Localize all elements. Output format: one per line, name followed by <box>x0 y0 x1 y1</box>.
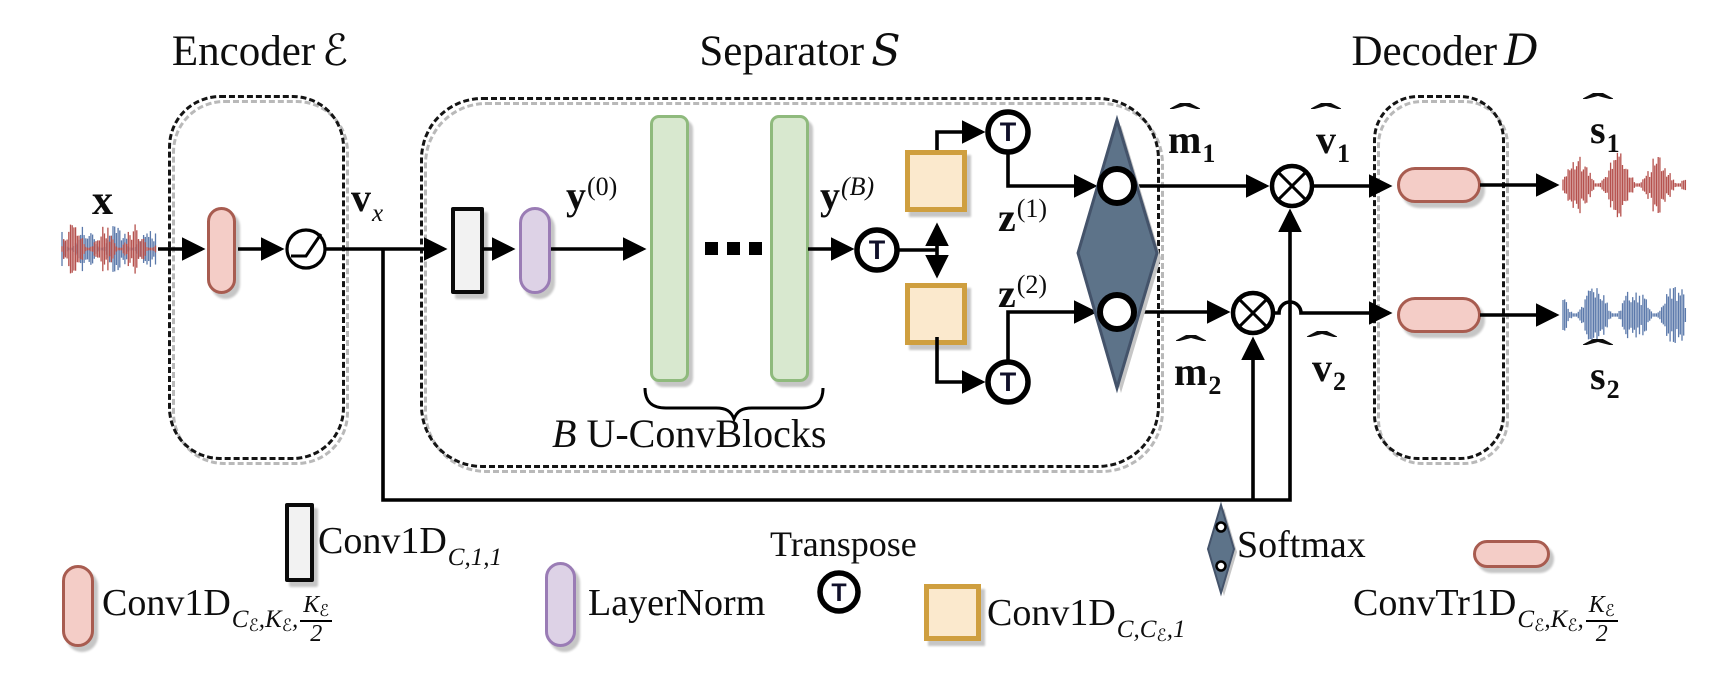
separator-box <box>420 97 1164 473</box>
mask-apply-dot-2 <box>1097 292 1137 332</box>
label-z1: z(1) <box>998 194 1048 240</box>
waveform-input <box>61 224 157 274</box>
legend-label-layernorm: LayerNorm <box>588 582 766 624</box>
label-z2: z(2) <box>998 270 1048 316</box>
legend-transpose-icon: T <box>817 570 861 614</box>
bottleneck-conv1d-block <box>451 207 484 294</box>
encoder-box-border <box>168 95 345 460</box>
decoder-box-border <box>1373 95 1505 460</box>
decoder-box-shadow <box>1377 100 1509 465</box>
legend-label-conv1d-bottleneck: Conv1DC,1,1 <box>318 520 502 571</box>
uconvblocks-caption: B U-ConvBlocks <box>552 411 827 456</box>
decoder-symbol: D <box>1504 26 1539 76</box>
transpose-node-down: T <box>985 359 1031 405</box>
transpose-node-mid: T <box>854 227 900 273</box>
separator-box-shadow <box>424 102 1164 473</box>
encoder-symbol: ℰ <box>322 26 349 76</box>
skip-connection-line <box>381 208 1302 502</box>
underbrace <box>643 387 825 424</box>
mask-apply-dot-1 <box>1097 166 1137 206</box>
transpose-node-up: T <box>985 109 1031 155</box>
encoder-conv1d-block <box>207 207 236 294</box>
line-z1-to-softmax <box>1006 153 1098 198</box>
encoder-box <box>168 95 349 465</box>
transpose-glyph: T <box>869 235 886 265</box>
legend-conv1d-bottleneck-icon <box>285 503 314 582</box>
ellipsis-dots <box>705 242 762 255</box>
arrow-v2-to-decoder-with-hop <box>1274 300 1393 325</box>
label-y0: y(0) <box>566 172 618 218</box>
layernorm-block <box>519 207 551 294</box>
line-z2-to-softmax <box>1006 300 1098 361</box>
uconvblock-2 <box>770 115 809 382</box>
decoder-convtr-block-1 <box>1397 167 1481 203</box>
label-x: x <box>92 178 113 224</box>
transpose-glyph: T <box>1000 367 1017 397</box>
waveform-output-1 <box>1562 152 1687 218</box>
legend-label-softmax: Softmax <box>1237 524 1366 566</box>
legend-label-conv1d-masks: Conv1DC,Cℰ,1 <box>987 592 1186 646</box>
relu-curve-icon <box>291 233 323 258</box>
mask-conv-square-1 <box>905 150 967 212</box>
separator-title-text: Separator <box>699 28 865 75</box>
multiply-node-2 <box>1230 290 1276 336</box>
line-square1-to-transpose-up <box>935 120 986 150</box>
separator-symbol: S <box>871 26 901 76</box>
encoder-box-shadow <box>172 100 349 465</box>
encoder-title-text: Encoder <box>171 28 316 75</box>
softmax-diamond <box>1076 114 1161 394</box>
multiply-node-1 <box>1269 163 1315 209</box>
decoder-title-text: Decoder <box>1351 28 1498 75</box>
uconvblock-1 <box>650 115 689 382</box>
label-vx: vx <box>351 175 384 227</box>
label-yB: y(B) <box>820 172 875 218</box>
legend-mask-conv-icon <box>924 584 981 641</box>
legend-softmax-icon <box>1206 501 1237 597</box>
legend-conv1d-encoder-icon <box>62 565 94 647</box>
waveform-output-2 <box>1562 287 1687 343</box>
decoder-convtr-block-2 <box>1397 297 1481 333</box>
separator-box-border <box>420 97 1160 468</box>
line-square2-to-transpose-down <box>935 337 986 394</box>
transpose-glyph: T <box>831 579 846 607</box>
decoder-box <box>1373 95 1509 465</box>
legend-label-transpose: Transpose <box>770 524 917 564</box>
legend-layernorm-icon <box>545 562 576 647</box>
softmax-diamond-shape <box>1076 114 1159 394</box>
legend-convtr1d-icon <box>1473 540 1550 568</box>
transpose-glyph: T <box>1000 117 1017 147</box>
